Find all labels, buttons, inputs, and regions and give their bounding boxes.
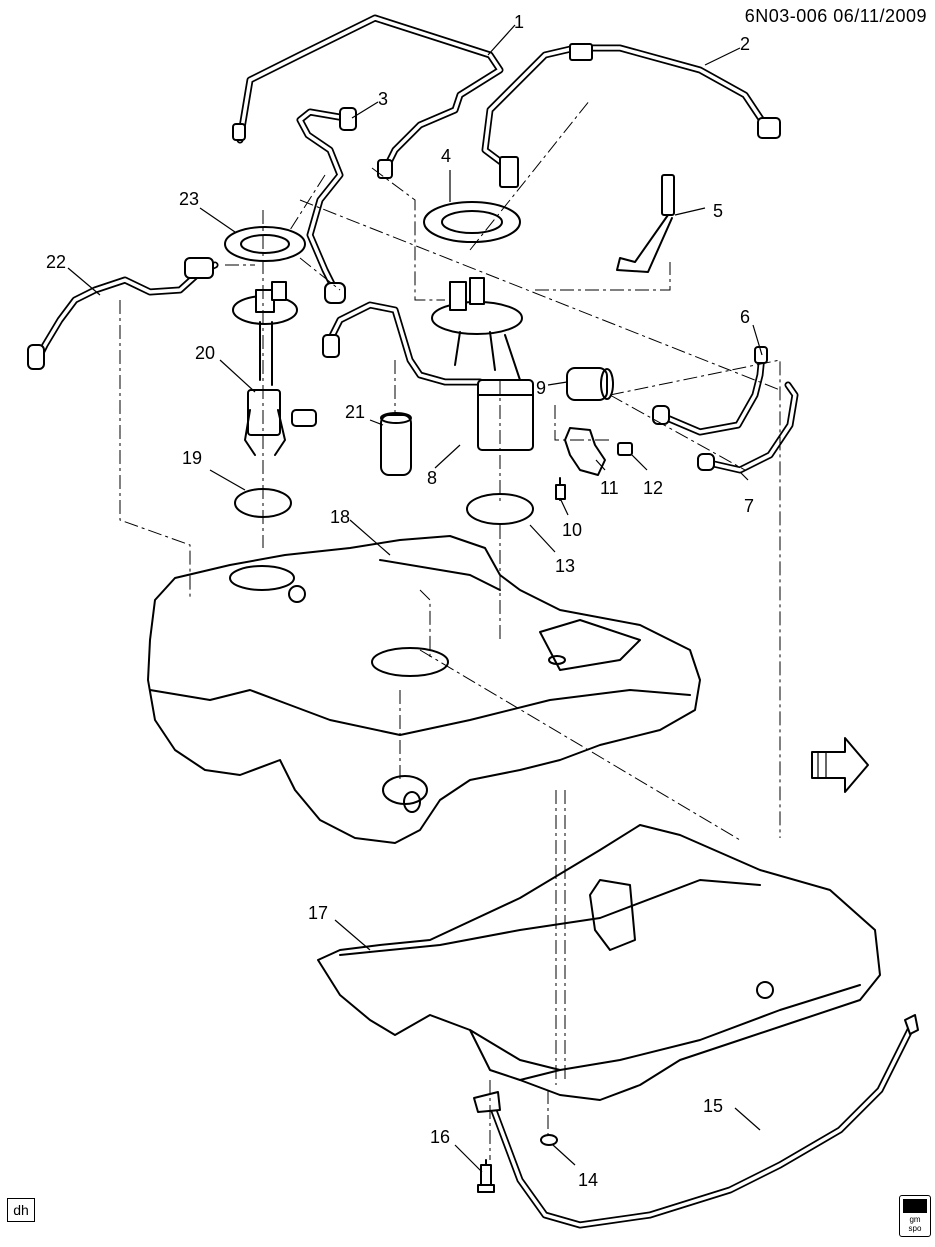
callout-9: 9 [536, 378, 547, 398]
dh-badge: dh [7, 1198, 35, 1222]
lock-ring-23 [224, 226, 306, 262]
fuel-tank-shield-17 [317, 824, 881, 1101]
callout-6: 6 [740, 307, 751, 327]
bolt-10 [555, 477, 566, 501]
fuel-line-1 [232, 14, 504, 179]
callout-23: 23 [179, 189, 200, 209]
filter-bracket-11 [564, 427, 606, 476]
lock-ring-4 [423, 201, 521, 243]
fuel-filter-21 [380, 412, 412, 476]
callout-1: 1 [514, 12, 525, 32]
callout-18: 18 [330, 507, 351, 527]
callout-17: 17 [308, 903, 329, 923]
callout-19: 19 [182, 448, 203, 468]
callout-2: 2 [740, 34, 751, 54]
callout-21: 21 [345, 402, 366, 422]
callout-13: 13 [555, 556, 576, 576]
fuel-pump-module-20 [232, 281, 317, 456]
washer-14 [540, 1134, 558, 1146]
fuel-filter-9 [566, 367, 614, 401]
fuel-line-22 [27, 257, 219, 370]
front-direction-arrow [811, 737, 869, 793]
fuel-tank-18 [147, 535, 701, 844]
callout-3: 3 [378, 89, 389, 109]
callout-7: 7 [744, 496, 755, 516]
callout-20: 20 [195, 343, 216, 363]
bolt-16 [477, 1159, 495, 1193]
leader-lines [67, 24, 763, 1173]
callout-22: 22 [46, 252, 67, 272]
tank-strap-15 [473, 1014, 919, 1229]
callout-5: 5 [713, 201, 724, 221]
callout-4: 4 [441, 146, 452, 166]
callout-10: 10 [562, 520, 583, 540]
fuel-pump-module-8 [322, 277, 534, 451]
callout-15: 15 [703, 1096, 724, 1116]
vapor-line-3 [296, 107, 357, 304]
fuel-line-2 [481, 43, 781, 188]
alignment-lines [119, 99, 781, 1160]
fuel-line-6 [652, 346, 768, 436]
gm-spo-logo: gm spo [899, 1195, 931, 1237]
callout-11: 11 [600, 478, 619, 498]
diagram-code: 6N03-006 06/11/2009 [744, 6, 927, 26]
clip-12 [617, 442, 633, 456]
fuel-level-sender-5 [616, 174, 675, 273]
callout-14: 14 [578, 1170, 599, 1190]
callout-12: 12 [643, 478, 664, 498]
callout-16: 16 [430, 1127, 451, 1147]
callout-8: 8 [427, 468, 438, 488]
